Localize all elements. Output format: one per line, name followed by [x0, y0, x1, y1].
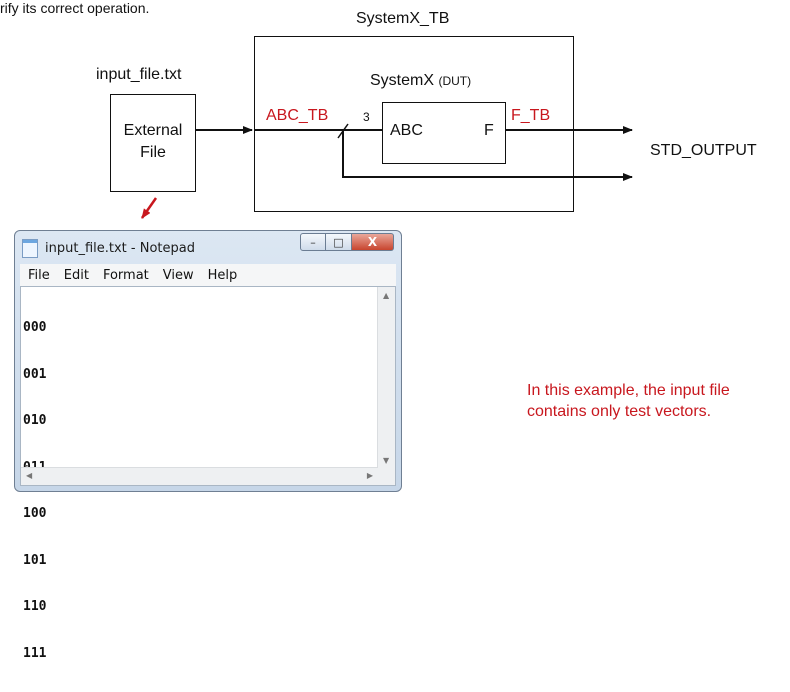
minimize-icon: – [310, 235, 316, 249]
intro-text-fragment: rify its correct operation. [0, 0, 150, 16]
menu-format[interactable]: Format [102, 267, 149, 283]
menu-edit[interactable]: Edit [63, 267, 89, 283]
external-file-text: External File [110, 120, 196, 164]
content-line: 010 [23, 413, 47, 428]
note-line1: In this example, the input file [527, 382, 730, 399]
external-file-line1: External [123, 122, 183, 139]
signal-out-label: F_TB [511, 107, 551, 124]
minimize-button[interactable]: – [300, 233, 326, 251]
dut-suffix: (DUT) [438, 74, 472, 88]
file-label: input_file.txt [96, 66, 182, 83]
notepad-title: input_file.txt - Notepad [45, 240, 195, 256]
dut-port-in: ABC [390, 122, 423, 139]
maximize-button[interactable]: □ [326, 233, 352, 251]
content-line: 001 [23, 366, 47, 382]
horizontal-scrollbar[interactable]: ◀ ▶ [21, 467, 378, 485]
close-button[interactable]: X [352, 233, 394, 251]
window-buttons: – □ X [300, 233, 394, 251]
notepad-menubar: File Edit Format View Help [20, 264, 396, 287]
bus-width-label: 3 [363, 110, 370, 124]
resize-grip[interactable] [378, 468, 395, 485]
wires-layer [140, 123, 633, 219]
testbench-title: SystemX_TB [356, 10, 450, 27]
content-line: 111 [23, 645, 47, 661]
notepad-content[interactable]: 000 001 010 011 100 101 110 111 [23, 289, 70, 692]
dut-port-out: F [484, 122, 494, 139]
dut-title: SystemX (DUT) [370, 72, 471, 90]
dut-name: SystemX [370, 72, 435, 89]
content-line: 101 [23, 552, 47, 568]
menu-file[interactable]: File [28, 267, 50, 283]
external-file-box [110, 94, 196, 192]
signal-in-label: ABC_TB [266, 107, 329, 124]
maximize-icon: □ [333, 235, 344, 249]
notepad-document-icon [22, 238, 38, 258]
vertical-scrollbar[interactable]: ▲ ▼ [377, 287, 395, 469]
close-icon: X [367, 235, 378, 249]
scroll-right-icon[interactable]: ▶ [366, 471, 373, 480]
content-line: 000 [23, 320, 47, 335]
note-line2: contains only test vectors. [527, 403, 712, 420]
output-label: STD_OUTPUT [650, 142, 757, 159]
notepad-window: input_file.txt - Notepad – □ X File Edit… [14, 230, 402, 661]
external-file-line2: File [140, 144, 166, 161]
notepad-titlebar[interactable]: input_file.txt - Notepad [22, 236, 392, 260]
dut-box [382, 102, 506, 164]
content-line: 100 [23, 506, 47, 521]
scroll-left-icon[interactable]: ◀ [26, 471, 33, 480]
menu-view[interactable]: View [162, 267, 194, 283]
menu-help[interactable]: Help [207, 267, 238, 283]
wire-branch [342, 130, 633, 181]
scroll-down-icon[interactable]: ▼ [383, 456, 390, 465]
red-pointer-arrow [140, 197, 158, 219]
scroll-up-icon[interactable]: ▲ [383, 291, 390, 300]
content-line: 110 [23, 599, 47, 614]
note-text: In this example, the input file contains… [527, 380, 730, 422]
notepad-editor[interactable]: 000 001 010 011 100 101 110 111 ▲ ▼ ◀ ▶ [20, 286, 396, 661]
